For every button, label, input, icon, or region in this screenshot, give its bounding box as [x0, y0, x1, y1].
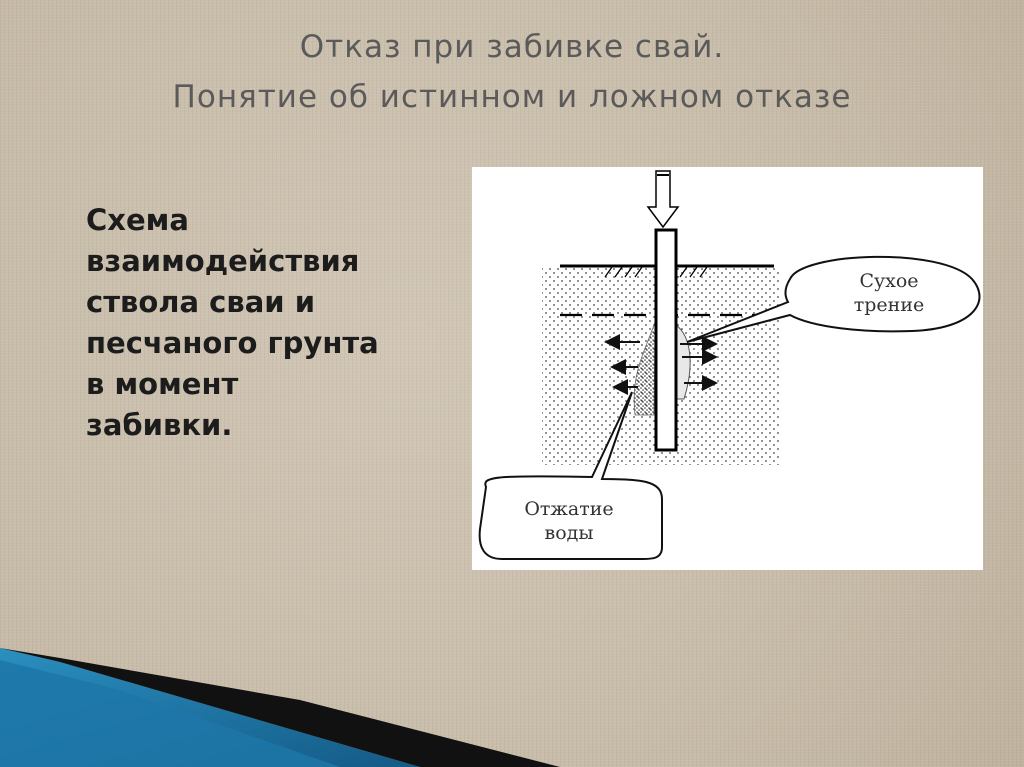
text-line: взаимодействия	[86, 244, 360, 278]
text-line: Схема	[86, 203, 189, 237]
label-dry-friction: Сухое трение	[853, 270, 925, 316]
title-line-2: Понятие об истинном и ложном отказе	[172, 79, 852, 115]
text-line: песчаного грунта	[86, 326, 379, 360]
text-line: ствола сваи и	[86, 285, 316, 319]
text-line: в момент	[86, 367, 239, 401]
pile-diagram-svg	[478, 170, 981, 560]
pile-shaft	[654, 228, 678, 452]
water-squeeze-callout	[478, 391, 663, 560]
title-line-1: Отказ при забивке свай.	[299, 29, 725, 65]
load-arrow	[646, 170, 680, 229]
text-line: забивки.	[86, 408, 233, 442]
left-pressure-arrows	[604, 334, 640, 395]
description-text: Схема взаимодействия ствола сваи и песча…	[86, 200, 416, 446]
right-pressure-arrows	[680, 336, 718, 391]
slide-title: Отказ при забивке свай. Понятие об истин…	[0, 22, 1024, 122]
decorative-wave	[0, 648, 560, 767]
water-squeeze-zone	[633, 321, 656, 416]
pile-diagram: Сухое трение Отжатие воды	[472, 167, 983, 570]
label-water-squeeze: Отжатие воды	[524, 498, 614, 544]
dry-friction-callout	[686, 255, 981, 343]
